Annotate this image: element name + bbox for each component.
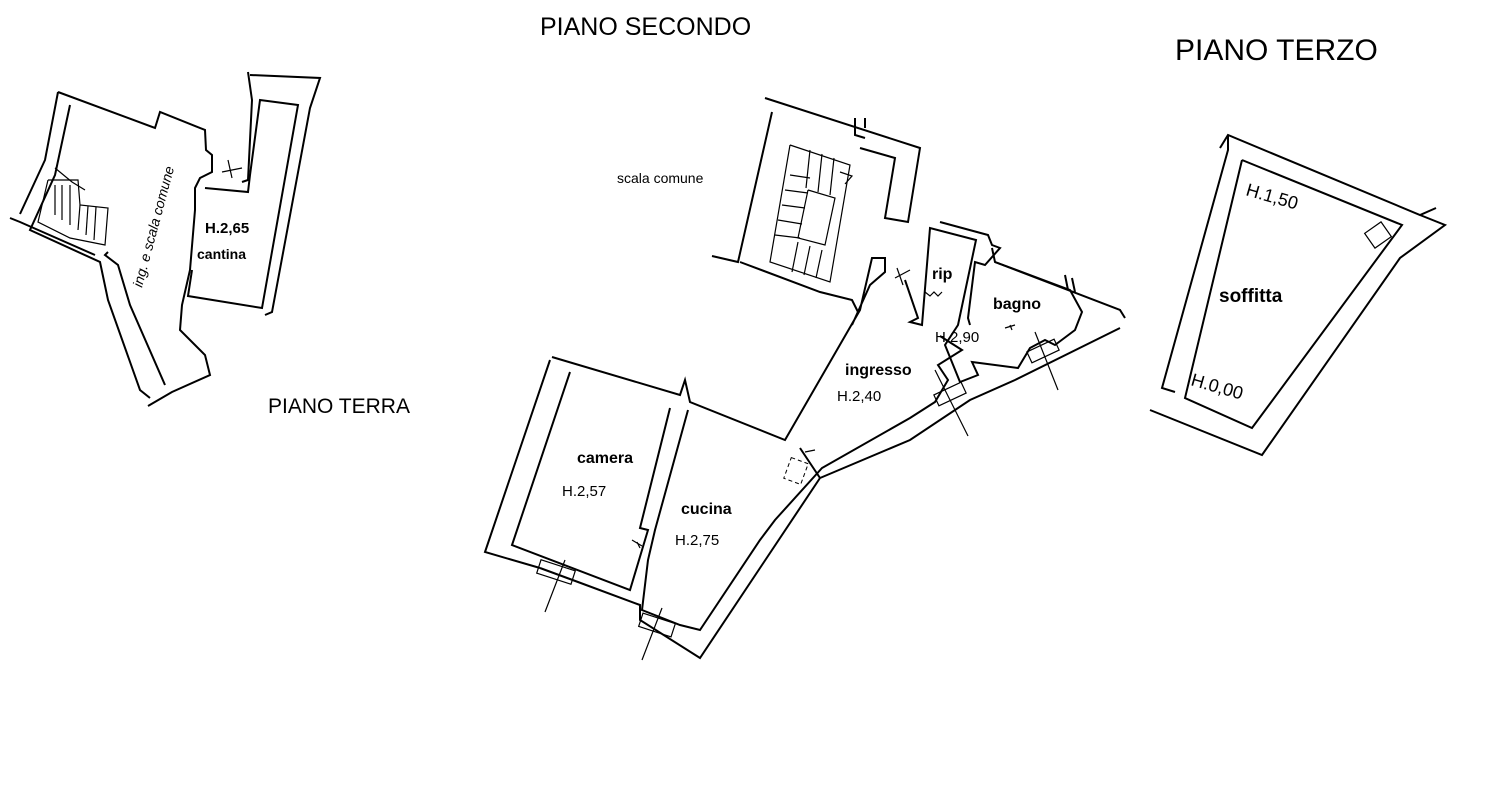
- storage-label: rip: [932, 266, 953, 283]
- common-stairs: [769, 144, 854, 283]
- ground-wall-inner-left: [28, 104, 151, 399]
- ground-wall-left-edge: [9, 217, 96, 256]
- window-kitchen: [637, 607, 677, 661]
- stair-wall-left: [711, 111, 773, 264]
- ground-wall-left-outer: [19, 91, 59, 215]
- second-floor-title: PIANO SECONDO: [540, 13, 751, 41]
- dashed-box: [783, 456, 809, 486]
- attic-height-low-label: H.0,00: [1189, 370, 1246, 404]
- bath-wall-outer: [939, 221, 1002, 326]
- apartment-wall-main: [551, 257, 886, 442]
- door-symbols: [631, 267, 1016, 549]
- kitchen-height-label: H.2,75: [675, 532, 719, 549]
- ground-floor-title: PIANO TERRA: [268, 395, 410, 418]
- cellar-label: cantina: [197, 246, 246, 262]
- ground-entrance-label: ing. e scala comune: [129, 164, 177, 289]
- cellar-wall: [186, 98, 300, 310]
- attic-wall-right: [1149, 214, 1448, 457]
- kitchen-wall: [640, 335, 964, 632]
- common-stair-label: scala comune: [617, 170, 704, 186]
- bath-stub-2: [1071, 277, 1076, 293]
- second-floor-plan: PIANO SECONDO scala comune: [483, 13, 1126, 661]
- kitchen-label: cucina: [681, 501, 732, 518]
- window-bath: [1026, 331, 1060, 391]
- attic-height-high-label: H.1,50: [1244, 180, 1301, 214]
- stair-wall-bottom: [739, 261, 859, 313]
- attic-wall-left: [1160, 135, 1229, 393]
- ground-wall-mid: [103, 251, 166, 386]
- storage-heater-symbol: [924, 291, 943, 297]
- attic-chimney: [1363, 221, 1393, 249]
- entrance-height-label: H.2,40: [837, 388, 881, 405]
- ground-floor-plan: H.2,65 cantina ing. e scala comune PIANO…: [9, 71, 410, 418]
- window-bedroom: [535, 559, 577, 613]
- bath-wall-top: [994, 261, 1126, 319]
- cellar-height-label: H.2,65: [205, 220, 249, 237]
- ground-door-symbol: [221, 159, 243, 179]
- bedroom-height-label: H.2,57: [562, 483, 606, 500]
- storage-wall: [904, 226, 1084, 384]
- ground-stairs: [37, 167, 109, 246]
- attic-wall-inner: [1183, 159, 1404, 430]
- bath-stub: [1064, 274, 1069, 291]
- window-entrance: [933, 369, 969, 437]
- cellar-wall-outer: [249, 74, 322, 316]
- third-floor-title: PIANO TERZO: [1175, 34, 1378, 67]
- entrance-label: ingresso: [845, 362, 912, 379]
- stair-wall-top-stub: [854, 118, 866, 139]
- third-floor-plan: PIANO TERZO H.1,50 H.0,00 soffitta: [1149, 34, 1448, 457]
- bedroom-label: camera: [577, 450, 633, 467]
- cellar-wall-top: [241, 71, 254, 183]
- ground-wall-outer: [57, 91, 213, 407]
- apartment-wall-south: [539, 327, 1121, 660]
- bedroom-wall-outer: [483, 359, 551, 569]
- bathroom-height-label: H.2,90: [935, 329, 979, 346]
- attic-wall-outer: [1219, 133, 1437, 217]
- attic-label: soffitta: [1219, 286, 1283, 307]
- bathroom-label: bagno: [993, 296, 1041, 313]
- corridor-wall: [799, 447, 821, 479]
- stair-wall-outer: [764, 97, 922, 224]
- bedroom-wall-inner: [510, 371, 671, 592]
